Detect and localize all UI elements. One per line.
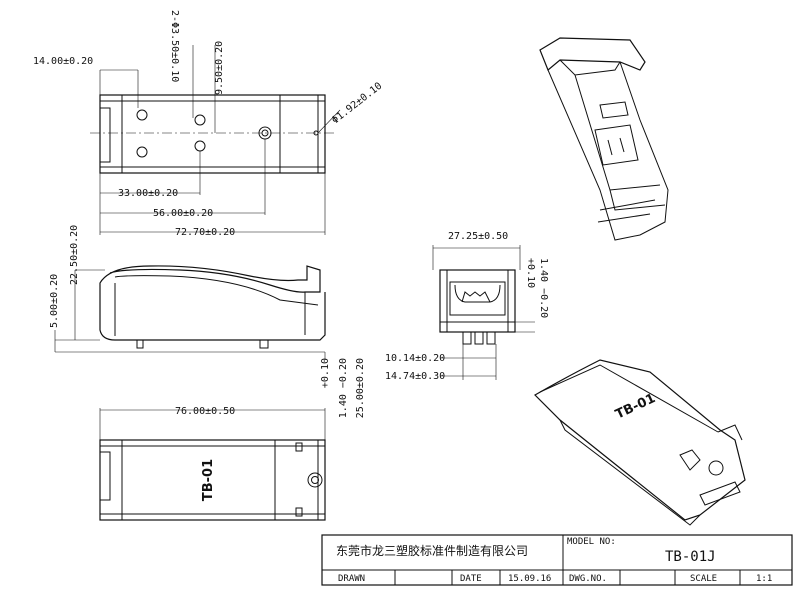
model-no-value: TB-01J — [665, 549, 716, 565]
dim-holes: 2-Φ3.50±0.10 — [169, 10, 180, 82]
date-value: 15.09.16 — [508, 574, 551, 584]
dim-76: 76.00±0.50 — [175, 406, 235, 417]
date-label: DATE — [460, 574, 482, 584]
part-mark-iso: TB-01 — [613, 391, 658, 422]
dim-end-minus: 1.40 −0.20 — [538, 258, 549, 318]
dim-9-5: 9.50±0.20 — [214, 41, 225, 95]
dwg-no-label: DWG.NO. — [569, 574, 607, 584]
company-name: 东莞市龙三塑胶标准件制造有限公司 — [336, 543, 528, 558]
dim-end-plus: +0.10 — [525, 258, 536, 288]
dim-33: 33.00±0.20 — [118, 188, 178, 199]
dimension-labels: 14.00±0.20 2-Φ3.50±0.10 9.50±0.20 Φ1.92±… — [33, 10, 549, 418]
scale-value: 1:1 — [756, 574, 772, 584]
side-view — [99, 265, 326, 349]
dim-14: 14.00±0.20 — [33, 56, 93, 67]
dim-56: 56.00±0.20 — [153, 208, 213, 219]
drawn-label: DRAWN — [338, 574, 365, 584]
part-mark-bottom: TB-01 — [201, 459, 216, 501]
side-view-dimensions — [54, 269, 326, 360]
dim-27-25: 27.25±0.50 — [448, 231, 508, 242]
dim-72-7: 72.70±0.20 — [175, 227, 235, 238]
dim-14-74: 14.74±0.30 — [385, 371, 445, 382]
title-block — [321, 534, 793, 586]
dim-1-92: Φ1.92±0.10 — [330, 81, 384, 127]
end-view — [439, 269, 516, 345]
top-view — [90, 94, 335, 174]
dim-10-14: 10.14±0.20 — [385, 353, 445, 364]
scale-label: SCALE — [690, 574, 717, 584]
dim-25: 25.00±0.20 — [355, 358, 366, 418]
title-block-text: 东莞市龙三塑胶标准件制造有限公司 MODEL NO: TB-01J DRAWN … — [336, 537, 772, 584]
bottom-view — [99, 439, 326, 521]
isometric-view-top — [539, 37, 669, 241]
top-view-dimensions — [99, 45, 341, 235]
dim-1-40-plus: +0.10 — [320, 358, 331, 388]
dim-1-40-minus: 1.40 −0.20 — [338, 358, 349, 418]
dim-5: 5.00±0.20 — [49, 274, 60, 328]
isometric-view-bottom — [534, 359, 746, 526]
dim-22-5: 22.50±0.20 — [69, 225, 80, 285]
model-no-label: MODEL NO: — [567, 537, 616, 547]
